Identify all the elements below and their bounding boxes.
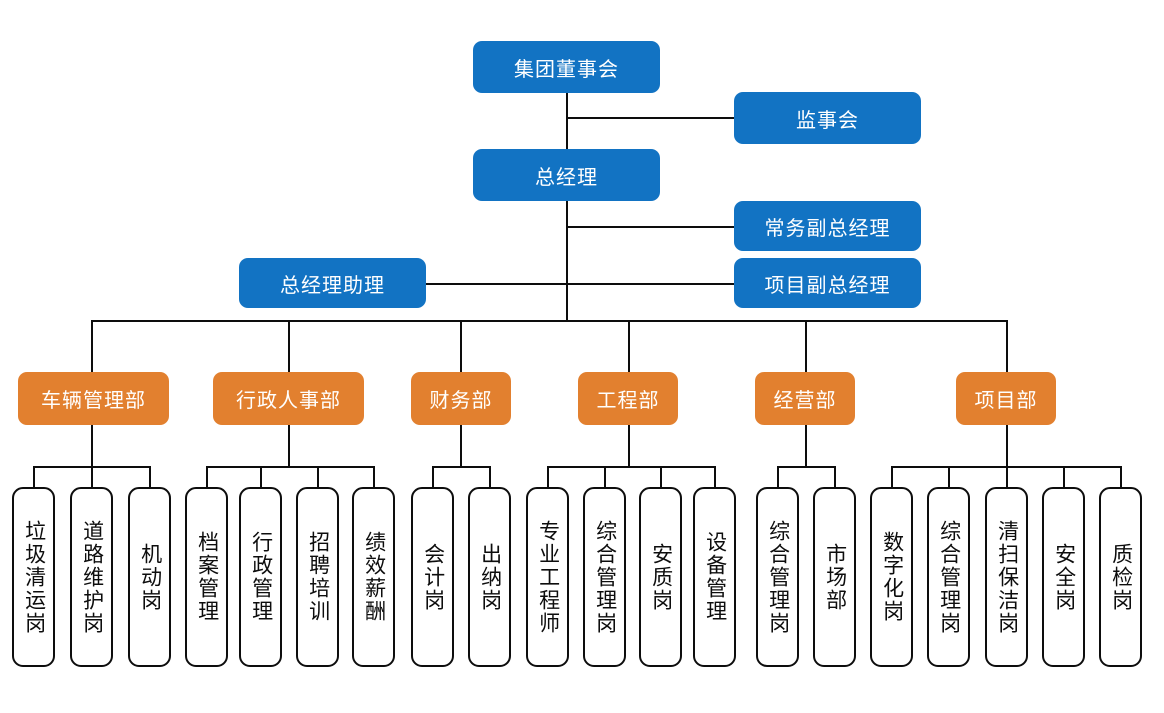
leaf-position[interactable]: 市场部 (813, 487, 856, 667)
leaf-position[interactable]: 垃圾清运岗 (12, 487, 55, 667)
connector-stub-dept-4 (805, 425, 807, 467)
leaf-label: 安质岗 (649, 542, 673, 612)
node-executive-deputy-manager[interactable]: 常务副总经理 (734, 201, 921, 251)
connector-to-gm-assistant (424, 283, 568, 285)
node-project-deputy-manager[interactable]: 项目副总经理 (734, 258, 921, 308)
leaf-position[interactable]: 质检岗 (1099, 487, 1142, 667)
connector-drop-dept-0 (91, 320, 93, 373)
node-gm-assistant[interactable]: 总经理助理 (239, 258, 426, 308)
connector-drop-dept-3 (628, 320, 630, 373)
connector-leaf-bus-1 (206, 466, 373, 468)
connector-stub-dept-5 (1006, 425, 1008, 467)
leaf-position[interactable]: 数字化岗 (870, 487, 913, 667)
connector-leaf-drop (373, 466, 375, 488)
connector-leaf-drop (91, 466, 93, 488)
node-department-finance[interactable]: 财务部 (411, 372, 511, 425)
connector-stub-dept-0 (91, 425, 93, 467)
leaf-position[interactable]: 综合管理岗 (756, 487, 799, 667)
leaf-label: 专业工程师 (536, 519, 560, 635)
connector-leaf-drop (149, 466, 151, 488)
connector-leaf-drop (1120, 466, 1122, 488)
leaf-label: 数字化岗 (880, 531, 904, 623)
node-department-engineering[interactable]: 工程部 (578, 372, 678, 425)
leaf-label: 综合管理岗 (593, 519, 617, 635)
connector-department-bus (91, 320, 1008, 322)
connector-leaf-drop (660, 466, 662, 488)
leaf-position[interactable]: 综合管理岗 (583, 487, 626, 667)
connector-leaf-drop (489, 466, 491, 488)
leaf-position[interactable]: 清扫保洁岗 (985, 487, 1028, 667)
node-department-admin-hr[interactable]: 行政人事部 (213, 372, 364, 425)
connector-leaf-drop (834, 466, 836, 488)
leaf-position[interactable]: 安质岗 (639, 487, 682, 667)
leaf-label: 安全岗 (1052, 542, 1076, 612)
leaf-position[interactable]: 机动岗 (128, 487, 171, 667)
leaf-label: 清扫保洁岗 (995, 519, 1019, 635)
connector-leaf-bus-4 (777, 466, 834, 468)
connector-leaf-drop (714, 466, 716, 488)
leaf-label: 会计岗 (421, 542, 445, 612)
node-supervisory-board[interactable]: 监事会 (734, 92, 921, 144)
node-department-operations[interactable]: 经营部 (755, 372, 855, 425)
leaf-label: 档案管理 (195, 531, 219, 623)
connector-leaf-bus-2 (432, 466, 489, 468)
leaf-label: 绩效薪酬 (362, 531, 386, 623)
leaf-label: 设备管理 (703, 531, 727, 623)
leaf-position[interactable]: 出纳岗 (468, 487, 511, 667)
connector-leaf-drop (317, 466, 319, 488)
connector-drop-dept-2 (460, 320, 462, 373)
leaf-label: 出纳岗 (478, 542, 502, 612)
node-general-manager[interactable]: 总经理 (473, 149, 660, 201)
connector-leaf-drop (206, 466, 208, 488)
leaf-label: 机动岗 (138, 542, 162, 612)
leaf-position[interactable]: 档案管理 (185, 487, 228, 667)
connector-to-executive-deputy (566, 226, 734, 228)
connector-stub-dept-1 (288, 425, 290, 467)
leaf-position[interactable]: 招聘培训 (296, 487, 339, 667)
connector-drop-dept-4 (805, 320, 807, 373)
leaf-position[interactable]: 安全岗 (1042, 487, 1085, 667)
connector-leaf-drop (777, 466, 779, 488)
connector-leaf-drop (260, 466, 262, 488)
connector-leaf-drop (547, 466, 549, 488)
leaf-label: 行政管理 (249, 531, 273, 623)
connector-leaf-drop (33, 466, 35, 488)
leaf-position[interactable]: 行政管理 (239, 487, 282, 667)
connector-spine-board-to-bus (566, 92, 568, 321)
node-department-project[interactable]: 项目部 (956, 372, 1056, 425)
leaf-label: 垃圾清运岗 (22, 519, 46, 635)
leaf-position[interactable]: 道路维护岗 (70, 487, 113, 667)
leaf-label: 综合管理岗 (937, 519, 961, 635)
connector-leaf-drop (1006, 466, 1008, 488)
connector-leaf-drop (891, 466, 893, 488)
connector-leaf-drop (1063, 466, 1065, 488)
leaf-label: 招聘培训 (306, 531, 330, 623)
connector-to-project-deputy (566, 283, 734, 285)
connector-drop-dept-1 (288, 320, 290, 373)
leaf-position[interactable]: 专业工程师 (526, 487, 569, 667)
connector-leaf-drop (948, 466, 950, 488)
leaf-label: 质检岗 (1109, 542, 1133, 612)
leaf-position[interactable]: 会计岗 (411, 487, 454, 667)
connector-leaf-drop (432, 466, 434, 488)
connector-leaf-bus-3 (547, 466, 714, 468)
leaf-label: 道路维护岗 (80, 519, 104, 635)
leaf-label: 综合管理岗 (766, 519, 790, 635)
connector-stub-dept-3 (628, 425, 630, 467)
connector-drop-dept-5 (1006, 320, 1008, 373)
connector-leaf-drop (604, 466, 606, 488)
connector-stub-dept-2 (460, 425, 462, 467)
node-board[interactable]: 集团董事会 (473, 41, 660, 93)
node-department-vehicle[interactable]: 车辆管理部 (18, 372, 169, 425)
connector-to-supervisory (566, 117, 734, 119)
leaf-position[interactable]: 设备管理 (693, 487, 736, 667)
leaf-position[interactable]: 综合管理岗 (927, 487, 970, 667)
leaf-label: 市场部 (823, 542, 847, 612)
leaf-position[interactable]: 绩效薪酬 (352, 487, 395, 667)
